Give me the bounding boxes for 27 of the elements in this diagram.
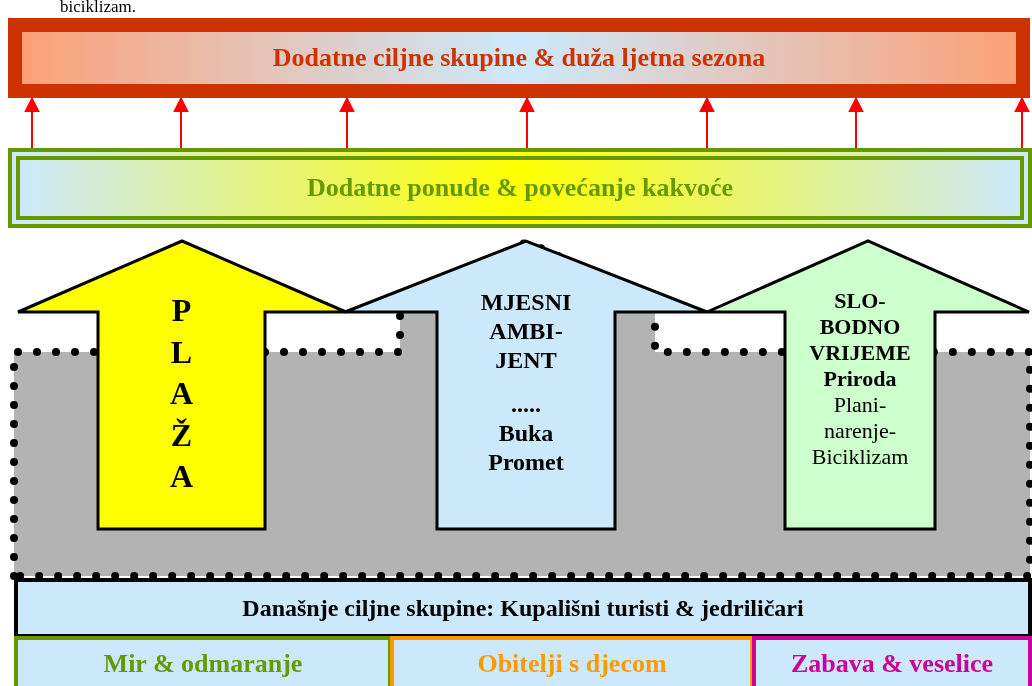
banner-band bbox=[8, 148, 1032, 228]
text-fragment: biciklizam. bbox=[60, 0, 136, 16]
banner-band bbox=[752, 636, 1032, 686]
banner-band bbox=[8, 18, 1030, 98]
band-title: Dodatne ciljne skupine & duža ljetna sezona bbox=[272, 43, 766, 73]
arrow-label: ..... bbox=[510, 390, 542, 420]
banner-band bbox=[14, 578, 1032, 638]
arrow bbox=[1014, 96, 1030, 149]
arrow bbox=[339, 96, 355, 149]
arrow-label: Priroda bbox=[822, 365, 898, 392]
arrow-label: SLO- BODNO VRIJEME bbox=[808, 288, 912, 366]
arrow bbox=[699, 96, 715, 149]
band-title: Zabava & veselice bbox=[790, 649, 994, 679]
banner-band bbox=[390, 636, 754, 686]
arrow bbox=[24, 96, 40, 149]
band-title: Dodatne ponude & povećanje kakvoće bbox=[306, 173, 734, 203]
arrow-label: Plani- narenje- Biciklizam bbox=[810, 391, 910, 470]
band-title: Mir & odmaranje bbox=[103, 649, 303, 679]
arrow-label: P L A Ž A bbox=[168, 291, 195, 497]
band-title: Današnje ciljne skupine: Kupališni turisti & jedriličari bbox=[242, 594, 804, 622]
arrow bbox=[173, 96, 189, 149]
banner-band bbox=[14, 636, 392, 686]
band-title: Obitelji s djecom bbox=[477, 649, 667, 679]
arrow bbox=[848, 96, 864, 149]
arrow bbox=[519, 96, 535, 149]
arrow-label: MJESNI AMBI- JENT bbox=[479, 288, 573, 375]
arrow-label: Buka Promet bbox=[487, 419, 565, 477]
